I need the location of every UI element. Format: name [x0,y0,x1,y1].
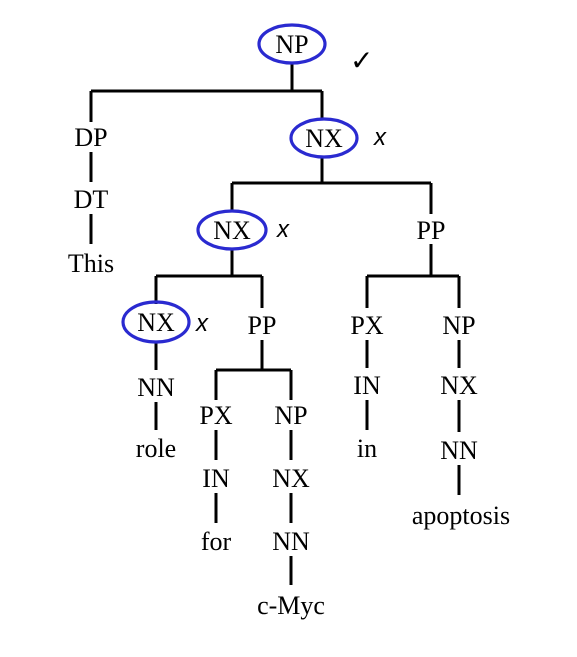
highlight-ellipses [121,23,359,344]
x-mark-nx1: x [373,124,387,151]
node-labels: NP DP DT This NX NX PP NX PP PX NP NN ro… [68,30,510,620]
node-px1: PX [350,311,383,340]
leaf-apoptosis: apoptosis [412,501,510,530]
node-nn1: NN [440,436,478,465]
node-nn-role: NN [137,373,175,402]
highlight-ellipse-np-root [257,23,327,65]
node-nx4: NX [440,371,478,400]
node-np2: NP [274,401,307,430]
node-nn2: NN [272,527,310,556]
node-dp: DP [74,123,107,152]
tree-edges [89,62,461,585]
node-in: IN [353,371,381,400]
node-px2: PX [199,401,232,430]
node-pp1: PP [417,216,446,245]
node-nx2: NX [213,216,251,245]
annotation-marks: ✓ x x x [195,44,387,337]
node-dt: DT [74,185,109,214]
leaf-cmyc: c-Myc [257,591,325,620]
node-nx5: NX [272,464,310,493]
leaf-this: This [68,249,114,278]
highlight-ellipse-nx2 [196,209,268,251]
leaf-role: role [136,434,176,463]
leaf-in: in [357,434,377,463]
leaf-for: for [201,527,232,556]
node-np-root: NP [275,30,308,59]
node-nx3: NX [137,308,175,337]
x-mark-nx2: x [276,216,290,243]
node-nx1: NX [305,124,343,153]
highlight-ellipse-nx1 [289,117,359,159]
highlight-ellipse-nx3 [121,300,191,344]
check-mark-icon: ✓ [350,44,373,77]
node-np1: NP [442,311,475,340]
node-pp2: PP [248,311,277,340]
node-in2: IN [202,464,230,493]
x-mark-nx3: x [195,310,209,337]
